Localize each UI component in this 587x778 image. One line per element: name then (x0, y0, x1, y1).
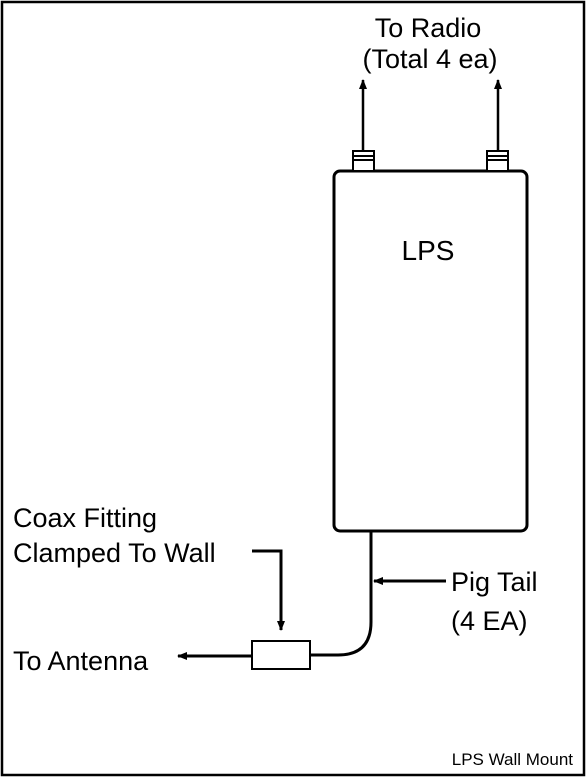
lps-label: LPS (402, 235, 455, 266)
coax-leader-line (252, 549, 285, 631)
to-radio-label-line1: To Radio (375, 13, 482, 43)
caption-label: LPS Wall Mount (452, 750, 574, 769)
pig-tail-cable (310, 531, 373, 657)
pig-tail-label-line2: (4 EA) (451, 606, 528, 636)
to-antenna-label: To Antenna (13, 646, 149, 676)
to-radio-label-line2: (Total 4 ea) (362, 44, 497, 74)
pig-tail-label-line1: Pig Tail (451, 567, 538, 597)
radio-connector-left (352, 150, 375, 172)
radio-connector-right (486, 150, 509, 172)
coax-label-line2: Clamped To Wall (13, 538, 216, 568)
lps-box (332, 169, 529, 533)
coax-fitting (251, 640, 311, 670)
coax-label-line1: Coax Fitting (13, 503, 157, 533)
